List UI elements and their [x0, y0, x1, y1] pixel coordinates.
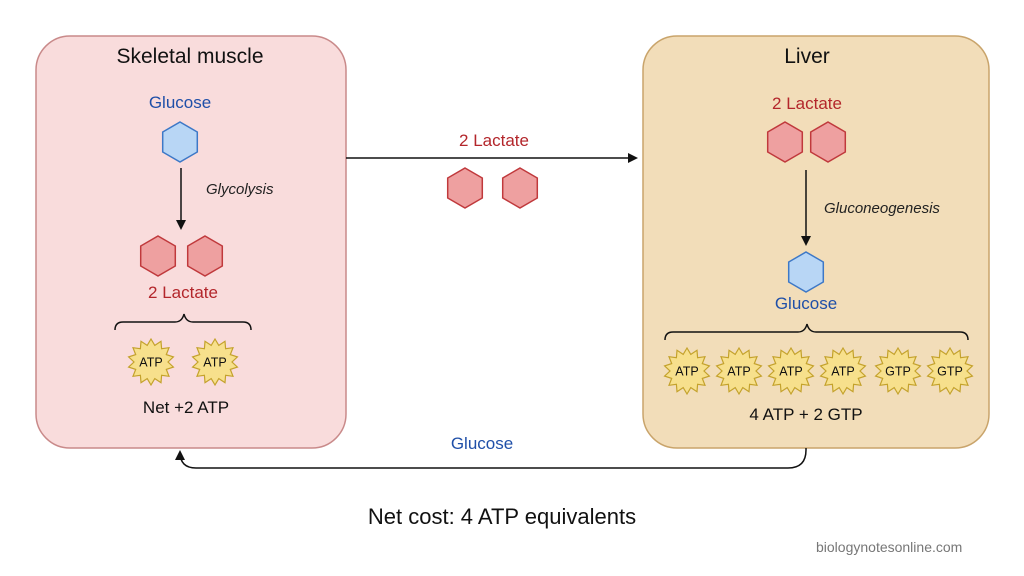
glycolysis-label: Glycolysis — [206, 181, 274, 198]
liver-atp-badge — [767, 346, 815, 396]
liver-glucose-label: Glucose — [774, 294, 838, 313]
transit-lactate-hexagon — [501, 167, 539, 209]
glucose-to-muscle-arrow — [175, 448, 807, 469]
liver-atp-badge — [715, 346, 763, 396]
muscle-lactate-hexagon — [139, 235, 177, 277]
transit-lactate-hexagon — [446, 167, 484, 209]
muscle-energy-brace — [114, 313, 252, 331]
transport-glucose-label: Glucose — [450, 434, 514, 453]
liver-atp-badge — [663, 346, 711, 396]
muscle-panel — [35, 35, 347, 449]
muscle-glucose-label: Glucose — [148, 93, 212, 112]
liver-atp-label: ATP — [831, 365, 854, 379]
watermark: biologynotesonline.com — [816, 539, 963, 555]
liver-lactate-label: 2 Lactate — [772, 94, 842, 113]
liver-panel — [642, 35, 990, 449]
muscle-atp-group: ATP ATP — [127, 337, 239, 387]
liver-gtp-badge — [874, 346, 922, 396]
muscle-title: Skeletal muscle — [116, 45, 264, 68]
liver-energy-group: ATP ATP ATP ATP GTP GTP — [663, 346, 974, 396]
liver-lactate-hexagon — [809, 121, 847, 163]
muscle-atp-badge — [191, 337, 239, 387]
muscle-lactate-hexagon — [186, 235, 224, 277]
gluconeogenesis-label: Gluconeogenesis — [824, 200, 940, 217]
liver-cost-label: 4 ATP + 2 GTP — [749, 405, 863, 424]
liver-lactate-hexagon — [766, 121, 804, 163]
liver-gtp-label: GTP — [885, 365, 911, 379]
liver-glucose-hexagon — [787, 251, 825, 293]
muscle-glucose-hexagon — [161, 121, 199, 163]
muscle-atp-badge — [127, 337, 175, 387]
liver-atp-label: ATP — [779, 365, 802, 379]
transport-lactate-label: 2 Lactate — [459, 131, 529, 150]
muscle-atp-label: ATP — [139, 356, 162, 370]
muscle-net-label: Net +2 ATP — [142, 398, 230, 417]
liver-gtp-label: GTP — [937, 365, 963, 379]
liver-atp-badge — [819, 346, 867, 396]
muscle-atp-label: ATP — [203, 356, 226, 370]
liver-atp-label: ATP — [727, 365, 750, 379]
liver-atp-label: ATP — [675, 365, 698, 379]
muscle-lactate-label: 2 Lactate — [148, 283, 218, 302]
net-cost-footer: Net cost: 4 ATP equivalents — [367, 504, 637, 529]
liver-gtp-badge — [926, 346, 974, 396]
liver-energy-brace — [664, 323, 969, 341]
liver-title: Liver — [784, 45, 830, 68]
